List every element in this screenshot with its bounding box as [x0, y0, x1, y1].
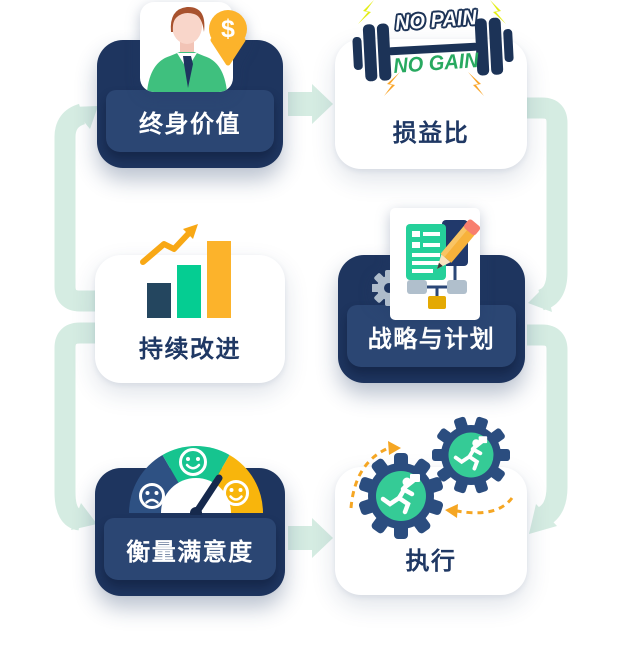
- businessman-dollar-pin-icon: $: [140, 2, 255, 97]
- lightning-icon: [358, 0, 374, 24]
- happy-face-icon: [179, 448, 207, 476]
- node-label: 持续改进: [139, 336, 241, 363]
- running-person-icon: [380, 474, 420, 515]
- pencil-icon: [437, 219, 481, 269]
- running-person-icon: [453, 436, 488, 471]
- node-label: 战略与计划: [367, 325, 496, 353]
- sad-face-icon: [139, 483, 165, 509]
- happy-face-icon: [223, 480, 249, 506]
- flow-arrowhead-ratio-to-strategy: [528, 285, 552, 312]
- flow-line-ratio-to-strategy: [527, 97, 568, 311]
- dollar-pin-circle: [209, 10, 247, 48]
- barbell-icon: NO PAIN NO GAIN: [348, 0, 518, 98]
- flow-line-strategy-to-execution: [527, 324, 568, 528]
- satisfaction-gauge-icon: [126, 443, 266, 515]
- flow-arrow-satisfaction-to-execution: [288, 518, 333, 558]
- dashed-cycle-arrow: [349, 445, 392, 509]
- flowchart-links: [427, 266, 457, 296]
- gear-runner-icon: [432, 416, 510, 494]
- growth-bar-chart-icon: [138, 218, 243, 318]
- lightning-icon: [468, 72, 484, 96]
- gear-runner-icon: [358, 453, 444, 539]
- node-label: 执行: [405, 548, 457, 575]
- green-document: [406, 224, 446, 280]
- node-label: 损益比: [392, 120, 470, 147]
- flow-line-improve-to-lifetime: [54, 103, 97, 312]
- dollar-sign: $: [221, 15, 235, 43]
- gauge-needle: [192, 474, 223, 515]
- node-label: 衡量满意度: [126, 538, 254, 566]
- label-pocket: 衡量满意度: [104, 518, 276, 580]
- dashed-cycle-arrow: [456, 497, 514, 515]
- node-label: 终身价值: [139, 110, 241, 138]
- growth-arrow: [140, 229, 193, 265]
- barbell-weights: [352, 17, 514, 82]
- label-pocket: 终身价值: [106, 90, 274, 152]
- flow-arrowhead-improve-to-lifetime: [72, 106, 98, 129]
- flow-line-improve-to-satisfaction: [54, 322, 97, 531]
- gears-runners-icon: [345, 415, 520, 545]
- flow-arrow-lifetime-to-ratio: [288, 84, 333, 124]
- document-pencil-icon: [372, 206, 487, 322]
- flow-arrowhead-improve-to-satisfaction: [71, 503, 97, 530]
- flow-arrowhead-strategy-to-execution: [529, 504, 557, 534]
- growth-arrowhead: [183, 224, 198, 239]
